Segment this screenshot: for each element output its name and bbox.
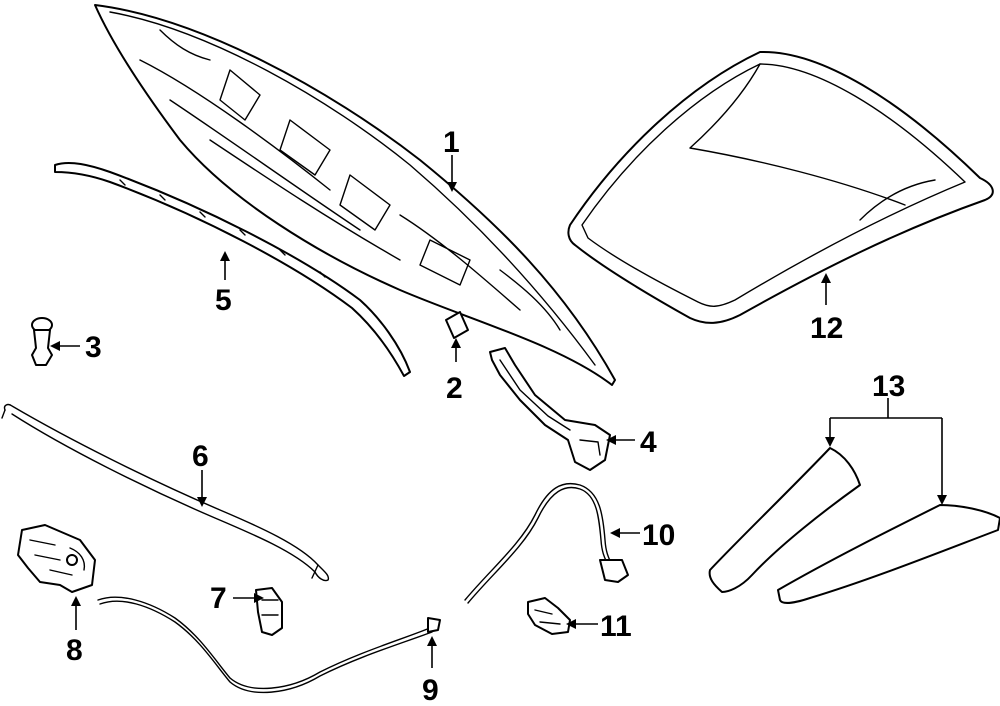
hood-stripes [708, 447, 1000, 604]
bumper [445, 311, 469, 339]
hood-outer-panel [567, 50, 994, 324]
callout-5: 5 [215, 284, 232, 317]
latch [17, 524, 96, 593]
callout-3: 3 [85, 331, 102, 364]
callout-labels: 1 2 3 4 5 6 7 8 9 10 11 12 13 [66, 126, 905, 706]
release-cable [97, 596, 441, 694]
weatherstrip [54, 162, 411, 377]
leader-13 [830, 398, 942, 419]
handle-bracket [527, 597, 571, 635]
clip [31, 317, 53, 366]
hood-underside [94, 4, 616, 386]
callout-1: 1 [443, 126, 460, 159]
release-handle-cable [464, 482, 629, 604]
callout-12: 12 [810, 312, 843, 345]
callout-10: 10 [642, 519, 675, 552]
support-rod [1, 403, 330, 582]
leader-lines [50, 155, 947, 668]
latch-bracket [255, 587, 283, 636]
callout-11: 11 [600, 610, 632, 643]
callout-4: 4 [640, 426, 657, 459]
callout-9: 9 [422, 674, 439, 706]
callout-7: 7 [210, 582, 227, 615]
hinge [489, 347, 611, 471]
callout-2: 2 [446, 372, 463, 405]
callout-6: 6 [192, 440, 209, 473]
callout-8: 8 [66, 634, 83, 667]
callout-13: 13 [872, 370, 905, 403]
